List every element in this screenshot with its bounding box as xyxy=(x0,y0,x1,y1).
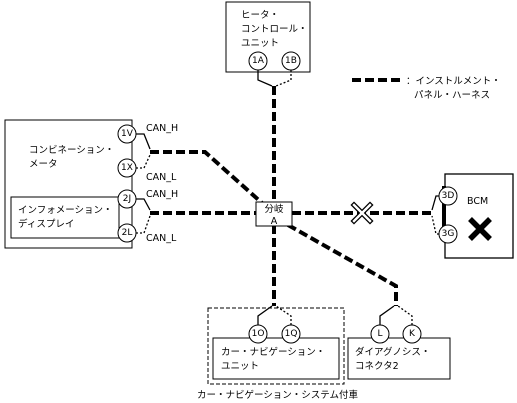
navigation-option-outline xyxy=(207,307,345,385)
display-can-l-label: CAN_L xyxy=(146,233,177,244)
junction-a: 分岐 A xyxy=(255,201,293,227)
heater-pin-1a-label: 1A xyxy=(252,56,265,66)
legend-label-line1: ：インストルメント・ xyxy=(406,76,501,87)
navigation-name-line1: カー・ナビゲーション・ xyxy=(221,346,325,358)
legend-label-line2: パネル・ハーネス xyxy=(414,90,490,101)
bcm-pin-3g-label: 3G xyxy=(442,229,455,239)
display-name-line2: ディスプレイ xyxy=(18,218,74,230)
diagnosis-name-line1: ダイアグノシス・ xyxy=(355,346,430,358)
display-pin-2l-label: 2L xyxy=(122,228,133,238)
navigation-pin-1q-label: 1Q xyxy=(285,329,298,339)
instrument-cluster-outline xyxy=(4,119,133,249)
meter-can-h-label: CAN_H xyxy=(146,123,178,134)
meter-name-line1: コンビネーション・ xyxy=(29,145,114,156)
diagnosis-pin-l-label: L xyxy=(377,329,382,339)
bcm-pin-3d-label: 3D xyxy=(442,191,455,201)
harness-lines xyxy=(150,86,432,306)
bcm-fault-icon xyxy=(468,217,492,241)
display-pin-2j-label: 2J xyxy=(123,194,131,204)
meter-name-line2: メータ xyxy=(29,159,58,170)
heater-name-line1: ヒータ・ xyxy=(241,10,279,21)
junction-label-line2: A xyxy=(271,216,278,227)
bcm-name: BCM xyxy=(467,196,488,207)
heater-pin-1b-label: 1B xyxy=(285,56,297,66)
navigation-pin-1o-label: 1O xyxy=(252,329,265,339)
meter-pin-1v-label: 1V xyxy=(121,129,134,139)
information-display: インフォメーション・ ディスプレイ 2J 2L CAN_H CAN_L xyxy=(10,189,178,244)
navigation-system-caption: カー・ナビゲーション・システム付車 xyxy=(197,389,359,401)
heater-name-line3: ユニット xyxy=(241,38,279,49)
diagnosis-name-line2: コネクタ2 xyxy=(355,361,399,372)
junction-label-line1: 分岐 xyxy=(264,203,284,215)
combination-meter: コンビネーション・ メータ 1V 1X CAN_H CAN_L xyxy=(29,123,178,183)
meter-pin-1x-label: 1X xyxy=(121,163,133,173)
bcm: BCM 3D 3G xyxy=(431,173,514,259)
display-can-h-label: CAN_H xyxy=(146,189,178,200)
navigation-unit: カー・ナビゲーション・ ユニット 1O 1Q カー・ナビゲーション・システム付車 xyxy=(197,305,359,401)
harness-to-diagnosis xyxy=(287,223,398,306)
heater-name-line2: コントロール・ xyxy=(241,24,308,35)
navigation-name-line2: ユニット xyxy=(221,361,259,372)
diagnosis-connector: ダイアグノシス・ コネクタ2 L K xyxy=(347,305,451,380)
display-inner-box xyxy=(10,196,120,239)
heater-control-unit: ヒータ・ コントロール・ ユニット 1A 1B xyxy=(225,1,311,87)
navigation-unit-box xyxy=(212,337,340,380)
harness-to-meter xyxy=(150,150,264,205)
display-name-line1: インフォメーション・ xyxy=(18,205,113,216)
diagnosis-pin-k-label: K xyxy=(409,329,416,339)
legend: ：インストルメント・ パネル・ハーネス xyxy=(352,76,501,101)
open-circuit-mark xyxy=(350,201,374,225)
meter-can-l-label: CAN_L xyxy=(146,172,177,183)
